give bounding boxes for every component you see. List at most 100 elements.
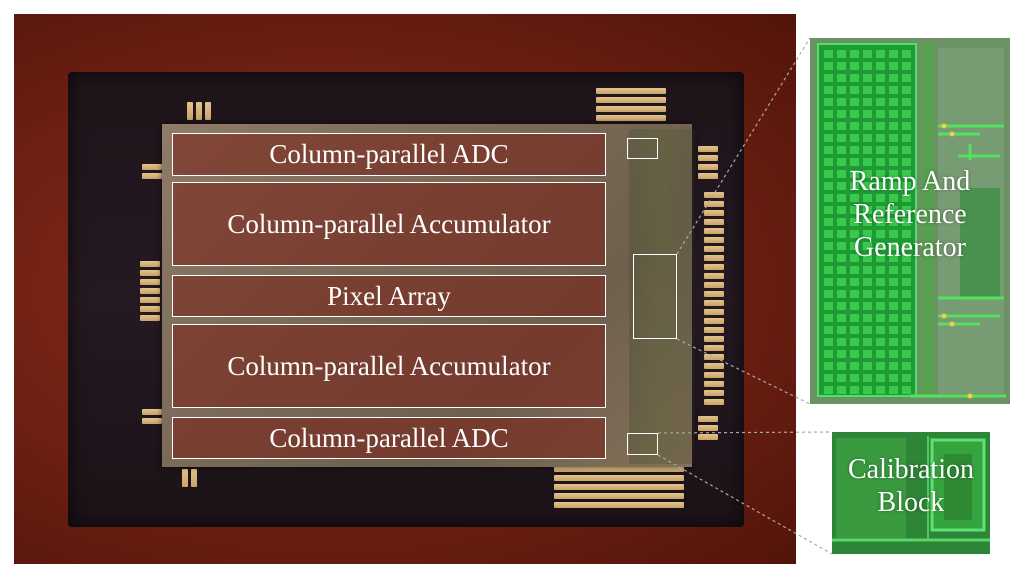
layout-cell (889, 194, 898, 202)
layout-cell (850, 158, 859, 166)
layout-cell (876, 386, 885, 394)
layout-cell (824, 290, 833, 298)
layout-cell (876, 362, 885, 370)
layout-cell (863, 170, 872, 178)
layout-cell (837, 386, 846, 394)
layout-cell (889, 122, 898, 130)
block-label: Column-parallel ADC (269, 422, 509, 453)
layout-cell (824, 86, 833, 94)
layout-cell (863, 194, 872, 202)
layout-cell (889, 290, 898, 298)
layout-cell (889, 242, 898, 250)
layout-cell (902, 170, 911, 178)
layout-cell (902, 374, 911, 382)
layout-cell (824, 122, 833, 130)
block-label: Column-parallel Accumulator (227, 350, 551, 381)
block-label: Column-parallel ADC (269, 139, 509, 169)
layout-cell (850, 98, 859, 106)
layout-cell (902, 338, 911, 346)
layout-cell (863, 362, 872, 370)
layout-cell (902, 254, 911, 262)
layout-cell (902, 230, 911, 238)
layout-cell (876, 86, 885, 94)
layout-cell (889, 170, 898, 178)
layout-cell (902, 266, 911, 274)
layout-cell (850, 206, 859, 214)
layout-cell (863, 302, 872, 310)
layout-cell (889, 266, 898, 274)
layout-cell (889, 146, 898, 154)
layout-cell (889, 254, 898, 262)
ramp-generator-inset: Ramp And Reference Generator (810, 38, 1010, 404)
layout-cell (876, 374, 885, 382)
block-adc-bottom: Column-parallel ADC (172, 417, 606, 459)
layout-cell (902, 146, 911, 154)
layout-cell (902, 302, 911, 310)
layout-cell (863, 230, 872, 238)
layout-cell (850, 314, 859, 322)
layout-cell (824, 242, 833, 250)
layout-cell (863, 386, 872, 394)
layout-cell (902, 278, 911, 286)
layout-cell (889, 110, 898, 118)
layout-cell (902, 86, 911, 94)
layout-cell (902, 158, 911, 166)
layout-cell (889, 326, 898, 334)
ramp-label-line-2: Reference (853, 198, 967, 230)
layout-cell (889, 206, 898, 214)
layout-cell (837, 338, 846, 346)
layout-cell (876, 182, 885, 190)
block-pixel-array: Pixel Array (172, 275, 606, 317)
layout-cell (889, 230, 898, 238)
layout-cell (876, 314, 885, 322)
layout-cell (837, 158, 846, 166)
layout-cell (876, 338, 885, 346)
layout-cell (824, 98, 833, 106)
bond-pads-left-lower (142, 409, 162, 424)
layout-cell (876, 194, 885, 202)
layout-cell (850, 374, 859, 382)
marker-calibration-top (627, 138, 658, 159)
layout-cell (876, 110, 885, 118)
layout-cell (850, 338, 859, 346)
layout-cell (863, 50, 872, 58)
bond-pads-right-column-b (704, 192, 724, 405)
layout-cell (850, 362, 859, 370)
layout-cell (889, 314, 898, 322)
layout-cell (863, 74, 872, 82)
layout-cell (863, 350, 872, 358)
layout-cell (850, 278, 859, 286)
layout-cell (876, 326, 885, 334)
layout-cell (824, 218, 833, 226)
layout-cell (850, 182, 859, 190)
layout-cell (876, 302, 885, 310)
bond-pads-right-column-a (698, 146, 718, 179)
layout-cell (902, 326, 911, 334)
layout-cell (876, 218, 885, 226)
layout-cell (837, 134, 846, 142)
layout-cell (889, 158, 898, 166)
layout-cell (850, 326, 859, 334)
layout-cell (850, 302, 859, 310)
layout-cell (850, 194, 859, 202)
layout-cell (824, 374, 833, 382)
layout-cell (902, 122, 911, 130)
layout-cell (876, 242, 885, 250)
layout-cell (824, 254, 833, 262)
layout-cell (876, 254, 885, 262)
layout-cell (863, 134, 872, 142)
layout-cell (876, 206, 885, 214)
layout-cell (902, 314, 911, 322)
layout-cell (824, 302, 833, 310)
layout-cell (889, 218, 898, 226)
ramp-label-line-1: Ramp And (849, 166, 971, 197)
layout-cell (837, 314, 846, 322)
layout-cell (850, 230, 859, 238)
layout-cell (837, 182, 846, 190)
layout-cell (837, 98, 846, 106)
bond-pads-left-middle (140, 261, 160, 321)
calibration-label-line-2: Block (877, 486, 945, 518)
layout-cell (876, 146, 885, 154)
layout-cell (850, 350, 859, 358)
layout-cell (837, 350, 846, 358)
